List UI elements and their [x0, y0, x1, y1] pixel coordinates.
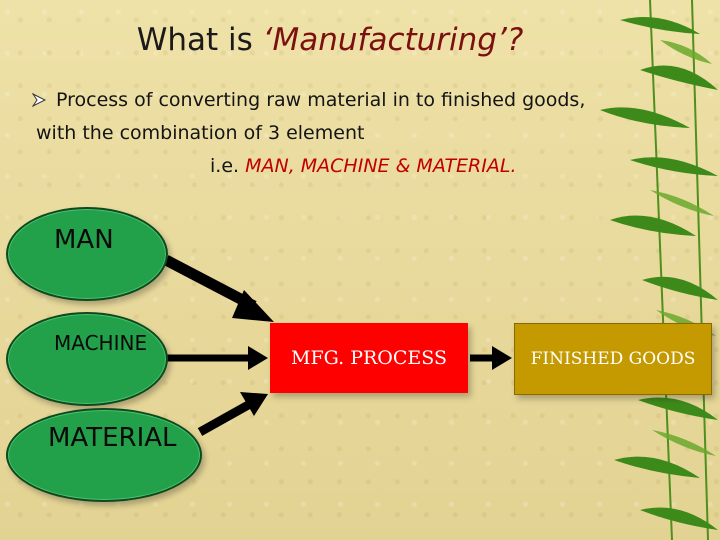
bullet-line-3-prefix: i.e.	[210, 155, 246, 177]
input-man: MAN	[6, 207, 168, 301]
bullet-line-1: Process of converting raw material in to…	[56, 89, 586, 111]
input-material: MATERIAL	[6, 408, 202, 502]
definition-bullet: Process of converting raw material in to…	[32, 84, 636, 183]
input-material-label: MATERIAL	[48, 423, 177, 453]
bamboo-decoration	[600, 0, 718, 540]
input-machine: MACHINE	[6, 312, 168, 406]
slide-title: What is ‘Manufacturing’?	[0, 22, 660, 58]
three-elements: MAN, MACHINE & MATERIAL.	[245, 155, 517, 177]
bullet-line-2: with the combination of 3 element	[36, 122, 365, 144]
title-prefix: What is	[136, 22, 263, 58]
input-machine-label: MACHINE	[54, 331, 148, 355]
title-term: ‘Manufacturing’?	[262, 22, 524, 58]
bullet-line-3: i.e. MAN, MACHINE & MATERIAL.	[36, 150, 636, 183]
input-man-label: MAN	[54, 225, 114, 255]
mfg-process-box: MFG. PROCESS	[270, 323, 468, 393]
finished-goods-box: FINISHED GOODS	[514, 323, 712, 395]
arrowhead-bullet-icon	[32, 93, 46, 107]
